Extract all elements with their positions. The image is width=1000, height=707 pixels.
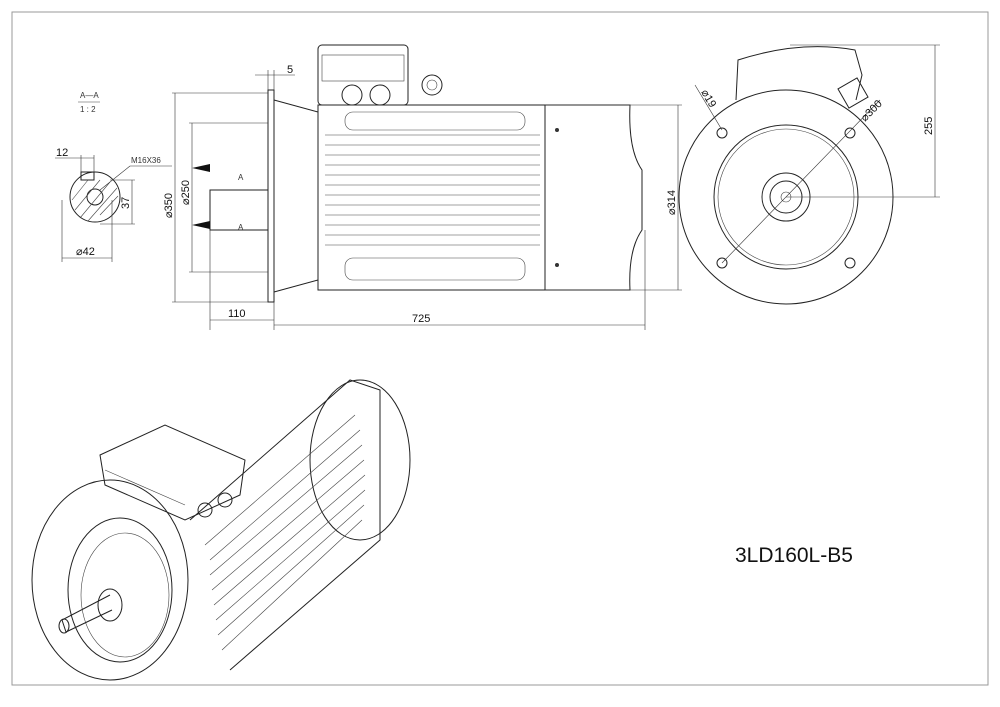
spigot-dia-dim: ⌀250 — [180, 180, 192, 205]
section-mark-bottom: A — [238, 223, 244, 232]
hole-dia-dim: ⌀19 — [698, 88, 718, 110]
sheet-border — [11, 11, 989, 686]
flange-thickness-dim: 5 — [287, 64, 293, 76]
total-length-dim: 725 — [412, 313, 430, 325]
section-scale: 1 : 2 — [80, 105, 96, 114]
section-label: A—A — [80, 91, 99, 100]
body-dia-dim: ⌀314 — [666, 190, 678, 215]
height-dim: 255 — [923, 117, 935, 135]
isometric-view — [31, 379, 411, 681]
section-a-a: A—A 1 : 2 12 M16X36 37 ⌀42 — [55, 91, 172, 262]
key-height-dim: 37 — [120, 197, 132, 209]
shaft-length-dim: 110 — [228, 308, 246, 320]
front-view: ⌀300 ⌀19 255 — [678, 44, 940, 305]
flange-dia-dim: ⌀350 — [163, 193, 175, 218]
key-width-dim: 12 — [56, 147, 68, 159]
section-mark-top: A — [238, 173, 244, 182]
shaft-dia-dim: ⌀42 — [76, 246, 95, 258]
model-designation: 3LD160L-B5 — [735, 544, 853, 567]
thread-callout: M16X36 — [131, 156, 161, 165]
pcd-dim: ⌀300 — [859, 98, 885, 124]
side-view: A A ⌀350 ⌀250 ⌀314 5 110 725 — [163, 44, 682, 330]
